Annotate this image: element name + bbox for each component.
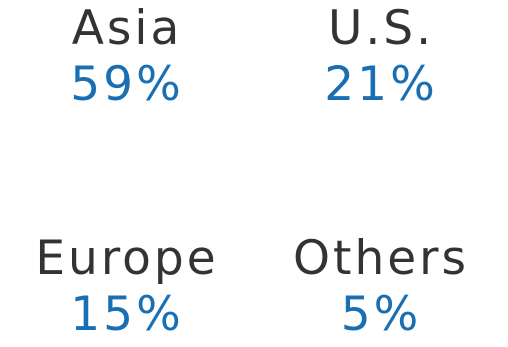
region-name: Europe	[35, 231, 219, 286]
region-share: 59%	[70, 57, 184, 112]
region-share: 5%	[340, 287, 422, 342]
region-name: Others	[293, 231, 469, 286]
region-stat-asia: Asia 59%	[0, 2, 254, 114]
region-name: U.S.	[327, 1, 435, 56]
region-stat-europe: Europe 15%	[0, 232, 254, 344]
region-share: 15%	[70, 287, 184, 342]
region-share: 21%	[324, 57, 438, 112]
region-stat-us: U.S. 21%	[254, 2, 508, 114]
region-name: Asia	[71, 1, 183, 56]
region-stat-others: Others 5%	[254, 232, 508, 344]
